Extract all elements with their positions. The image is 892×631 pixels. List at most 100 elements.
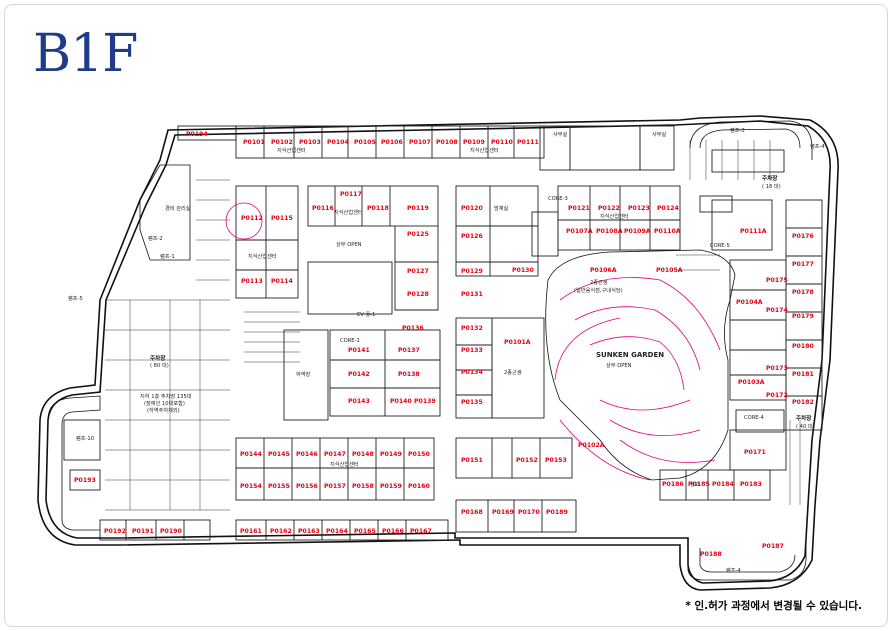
sub-label: 방재실 [494,204,509,212]
sub-label: 하역장 [296,370,311,378]
unit-label: P0184 [712,481,734,488]
unit-label: P0139 [414,398,436,405]
unit-label: P0136 [402,325,424,332]
building-outline [37,115,839,591]
unit-label: P0180 [792,343,814,350]
unit-label: P0124 [657,205,679,212]
sub-label: 사무실 [652,130,667,138]
core-label: CORE-4 [744,415,764,421]
garden-labels: P0106A 2종근생 (일반음식점,구내식당) P0105A P0104A P… [504,267,765,449]
unit-label: P0179 [792,313,814,320]
unit-label: P0103 [299,139,321,146]
ramp-label: 램프-10 [76,435,94,442]
unit-label: P0154 [240,483,262,490]
unit-label: P0165 [354,528,376,535]
bottom-right-labels: P0168 P0169 P0170 P0189 P0186 P0185 P018… [461,481,784,558]
core-label: CORE-3 [548,196,568,202]
parking-info: 지하 1층 주차장 135대 [140,392,192,400]
sub-label: 사무실 [553,130,568,138]
sub-label: 상부 OPEN [606,361,632,369]
unit-label: P0159 [380,483,402,490]
unit-label: P0160 [408,483,430,490]
mid-block-labels: P0141 P0142 P0143 P0136 P0137 P0138 P013… [296,325,436,405]
unit-label: P0125 [407,231,429,238]
sub-label: 지식산업센터 [277,146,306,154]
unit-label: P0127 [407,268,429,275]
block-a-labels: P0112 P0115 P0113 P0114 지식산업센터 [241,215,293,285]
row-144-labels: P0144 P0145 P0146 P0147 P0148 P0149 P015… [240,451,430,468]
unit-label: P0169 [492,509,514,516]
unit-label: P0155 [268,483,290,490]
ramp-label: 램프-1 [160,253,175,260]
unit-label: P0187 [762,543,784,550]
unit-label: P0178 [792,289,814,296]
unit-label: P0144 [240,451,262,458]
highlight-circle [225,202,263,240]
unit-label: P0122 [598,205,620,212]
unit-label: P0173 [766,365,788,372]
unit-label: P0123 [628,205,650,212]
floor-title: B1F [33,24,138,84]
unit-label: P0106A [590,267,617,274]
unit-label: P0164 [326,528,348,535]
unit-label: P0137 [398,347,420,354]
unit-label: P0174 [766,307,788,314]
unit-label: P0189 [546,509,568,516]
disclaimer-note: * 인.허가 과정에서 변경될 수 있습니다. [685,600,862,612]
unit-label: P0126 [461,233,483,240]
unit-label: P0109 [463,139,485,146]
sunken-garden-label: SUNKEN GARDEN [596,351,664,359]
sub-label: 2종근생 [590,278,608,286]
unit-label: P0120 [461,205,483,212]
unit-label: P0191 [132,528,154,535]
unit-label: P0106 [381,139,403,146]
sub-label: (일반음식점,구내식당) [574,286,623,294]
page-frame [4,4,888,627]
sub-label: 지식산업센터 [330,460,359,468]
unit-label: P0119 [407,205,429,212]
block-d-labels: P0121 P0122 P0123 P0124 P0107A P0108A P0… [566,205,767,235]
unit-label: P0105 [354,139,376,146]
unit-label: P0115 [271,215,293,222]
sub-label: 경비 관리실 [165,204,191,212]
unit-label: P0149 [380,451,402,458]
unit-label: P0172 [766,392,788,399]
unit-label: P0104 [327,139,349,146]
unit-label: P0177 [792,261,814,268]
unit-label: P0114 [271,278,293,285]
sub-label: 2종근생 [504,368,522,376]
unit-label: P0194 [186,131,208,138]
unit-label: P0150 [408,451,430,458]
unit-label: P0121 [568,205,590,212]
core-label: EV 홀-1 [357,310,375,318]
unit-label: P0102 [271,139,293,146]
unit-label: P0134 [461,369,483,376]
sunken-garden-outline [545,249,736,481]
unit-label: P0181 [792,371,814,378]
unit-label: P0151 [461,457,483,464]
row-151-labels: P0151 P0152 P0153 [461,457,567,464]
unit-label: P0135 [461,399,483,406]
unit-label: P0111 [517,139,539,146]
unit-label: P0112 [241,215,263,222]
sunken-garden-curves [554,277,721,481]
unit-label: P0141 [348,347,370,354]
unit-label: P0161 [240,528,262,535]
unit-label: P0105A [656,267,683,274]
unit-label: P0110 [491,139,513,146]
row-154-labels: P0154 P0155 P0156 P0157 P0158 P0159 P016… [240,483,430,490]
unit-label: P0158 [352,483,374,490]
unit-label: P0129 [461,268,483,275]
unit-label: P0131 [461,291,483,298]
unit-label: P0190 [160,528,182,535]
block-c-labels: P0120 P0126 P0129 P0131 P0130 [461,205,534,298]
unit-label: P0192 [104,528,126,535]
unit-label: P0175 [766,277,788,284]
parking-info: (장애인 10대포함) [144,399,185,407]
parking-count: ( 40 대) [796,422,815,430]
unit-label: P0183 [740,481,762,488]
unit-label: P0107A [566,228,593,235]
unit-label: P0176 [792,233,814,240]
unit-label: P0152 [516,457,538,464]
unit-label: P0108 [436,139,458,146]
